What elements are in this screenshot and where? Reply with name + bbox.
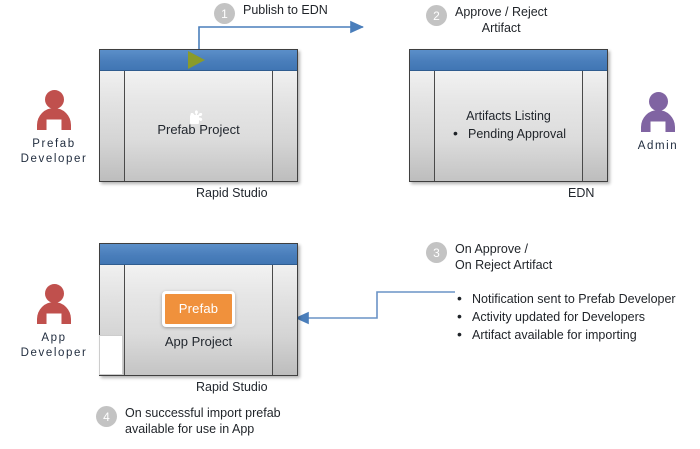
titlebar	[100, 50, 297, 71]
left-pane: ✻	[99, 265, 125, 375]
step-number: 2	[426, 5, 447, 26]
step-label: Publish to EDN	[243, 3, 328, 17]
window-body: ✻ Prefab App Project	[99, 265, 297, 375]
main-pane: Artifacts Listing Pending Approval	[435, 71, 582, 181]
caption-prefab-rapid-studio: Rapid Studio	[196, 186, 268, 200]
wire-approve-to-app	[295, 291, 455, 325]
actor-label: App Developer	[20, 332, 88, 359]
list-item: Pending Approval	[451, 125, 566, 142]
artifact-tray-slot[interactable]: ✻	[99, 335, 123, 375]
left-pane	[410, 71, 435, 181]
right-pane	[272, 71, 297, 181]
project-label: App Project	[164, 334, 233, 349]
list-item: Artifact available for importing	[455, 326, 693, 343]
window-app-rapid-studio[interactable]: ✻ Prefab App Project	[99, 243, 298, 376]
person-icon	[26, 282, 82, 328]
step-label: On Approve / On Reject Artifact	[455, 242, 553, 272]
person-icon	[630, 90, 686, 136]
step-label: Approve / Reject Artifact	[455, 5, 548, 35]
step-number: 1	[214, 3, 235, 24]
play-triangle-icon[interactable]	[187, 51, 205, 69]
actor-label: Prefab Developer	[20, 138, 88, 165]
wire-publish-to-edn	[198, 20, 364, 50]
listing-title: Artifacts Listing	[466, 109, 551, 123]
titlebar	[410, 50, 607, 71]
listing-items: Pending Approval	[451, 125, 566, 142]
left-pane	[100, 71, 125, 181]
window-body: ✻ Prefab Project	[100, 71, 297, 181]
caption-app-rapid-studio: Rapid Studio	[196, 380, 268, 394]
outcome-list: Notification sent to Prefab Developer Ac…	[455, 290, 693, 345]
step-number: 3	[426, 242, 447, 263]
step-label: On successful import prefab available fo…	[125, 406, 281, 436]
actor-label: Admin	[637, 140, 679, 152]
right-pane	[582, 71, 607, 181]
project-label: Prefab Project	[157, 122, 240, 137]
actor-app-developer: App Developer	[14, 282, 94, 361]
window-edn[interactable]: Artifacts Listing Pending Approval	[409, 49, 608, 182]
prefab-badge[interactable]: Prefab	[161, 291, 236, 327]
step-4: 4 On successful import prefab available …	[96, 406, 281, 437]
artifacts-listing: Artifacts Listing Pending Approval	[451, 108, 566, 144]
step-number: 4	[96, 406, 117, 427]
titlebar	[100, 244, 297, 265]
step-2: 2 Approve / Reject Artifact	[426, 5, 547, 36]
main-pane: ✻ Prefab Project	[157, 108, 240, 138]
actor-admin: Admin	[628, 90, 688, 154]
window-prefab-rapid-studio[interactable]: ✻ Prefab Project	[99, 49, 298, 182]
caption-edn: EDN	[568, 186, 595, 200]
person-icon	[26, 88, 82, 134]
main-pane: Prefab App Project	[125, 265, 272, 375]
right-pane	[272, 265, 297, 375]
list-item: Notification sent to Prefab Developer	[455, 290, 693, 307]
step-3: 3 On Approve / On Reject Artifact	[426, 242, 552, 273]
list-item: Activity updated for Developers	[455, 308, 693, 325]
window-body: Artifacts Listing Pending Approval	[410, 71, 607, 181]
step-1: 1 Publish to EDN	[214, 3, 328, 24]
actor-prefab-developer: Prefab Developer	[14, 88, 94, 167]
